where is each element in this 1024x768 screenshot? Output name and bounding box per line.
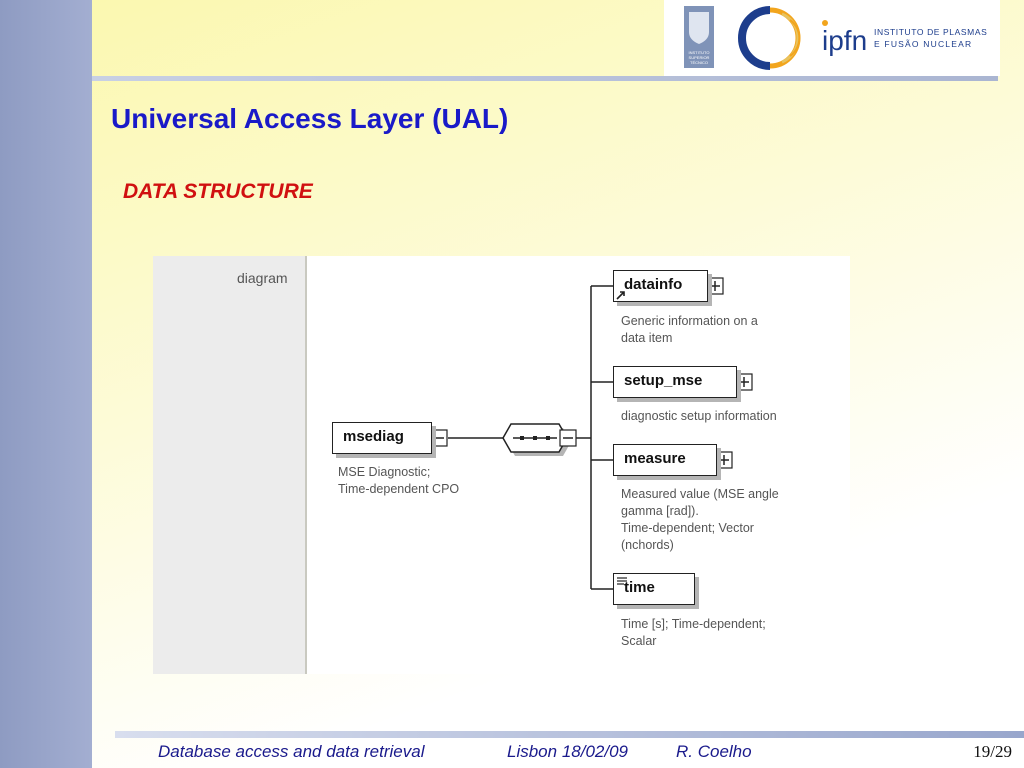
node-msediag[interactable]: msediag xyxy=(332,422,432,454)
ipfn-line2-text: E FUSÃO NUCLEAR xyxy=(874,39,972,49)
ipfn-wordmark: ipfn INSTITUTO DE PLASMAS E FUSÃO NUCLEA… xyxy=(822,20,987,56)
logo-area: INSTITUTO SUPERIOR TÉCNICO ipfn INSTITUT… xyxy=(664,0,1000,76)
desc-time: Time [s]; Time-dependent; Scalar xyxy=(621,617,766,648)
svg-text:TÉCNICO: TÉCNICO xyxy=(690,60,708,65)
diagram-panel-label: diagram xyxy=(237,270,288,286)
logos: INSTITUTO SUPERIOR TÉCNICO ipfn INSTITUT… xyxy=(684,6,987,70)
slide-title: Universal Access Layer (UAL) xyxy=(111,103,509,134)
schema-diagram: diagram xyxy=(153,256,850,674)
desc-msediag: MSE Diagnostic; Time-dependent CPO xyxy=(338,465,460,496)
reference-arrow-icon xyxy=(616,291,625,300)
node-setup-mse[interactable]: setup_mse xyxy=(613,366,737,398)
desc-measure: Measured value (MSE angle gamma [rad]). … xyxy=(621,487,779,552)
ist-logo-icon: INSTITUTO SUPERIOR TÉCNICO xyxy=(684,6,714,68)
diagram-side-panel: diagram xyxy=(153,256,307,674)
ipfn-swirl-icon xyxy=(738,6,801,70)
left-sidebar-band xyxy=(0,0,92,768)
node-datainfo[interactable]: datainfo xyxy=(613,270,708,302)
measure-expand-icon xyxy=(715,451,733,469)
ipfn-line1-text: INSTITUTO DE PLASMAS xyxy=(874,27,987,37)
sequence-compositor-icon xyxy=(502,423,571,456)
diagram-connectors xyxy=(430,277,753,590)
node-measure[interactable]: measure xyxy=(613,444,717,476)
desc-datainfo: Generic information on a data item xyxy=(621,314,758,345)
ipfn-short-text: ipfn xyxy=(822,25,867,56)
svg-text:INSTITUTO: INSTITUTO xyxy=(688,50,709,55)
setup-mse-expand-icon xyxy=(735,373,753,391)
desc-setup-mse: diagnostic setup information xyxy=(621,409,777,423)
simple-content-icon xyxy=(617,577,627,585)
footer-author: R. Coelho xyxy=(676,742,752,761)
svg-text:SUPERIOR: SUPERIOR xyxy=(689,55,710,60)
root-collapse-icon xyxy=(430,429,448,447)
datainfo-expand-icon xyxy=(706,277,724,295)
page-number: 19/29 xyxy=(973,742,1012,761)
sequence-collapse-icon xyxy=(559,429,577,447)
footer-divider xyxy=(115,731,1024,738)
footer-topic: Database access and data retrieval xyxy=(158,742,425,761)
slide-subtitle: DATA STRUCTURE xyxy=(123,180,313,203)
footer-place-date: Lisbon 18/02/09 xyxy=(507,742,628,761)
header-divider xyxy=(92,76,998,81)
